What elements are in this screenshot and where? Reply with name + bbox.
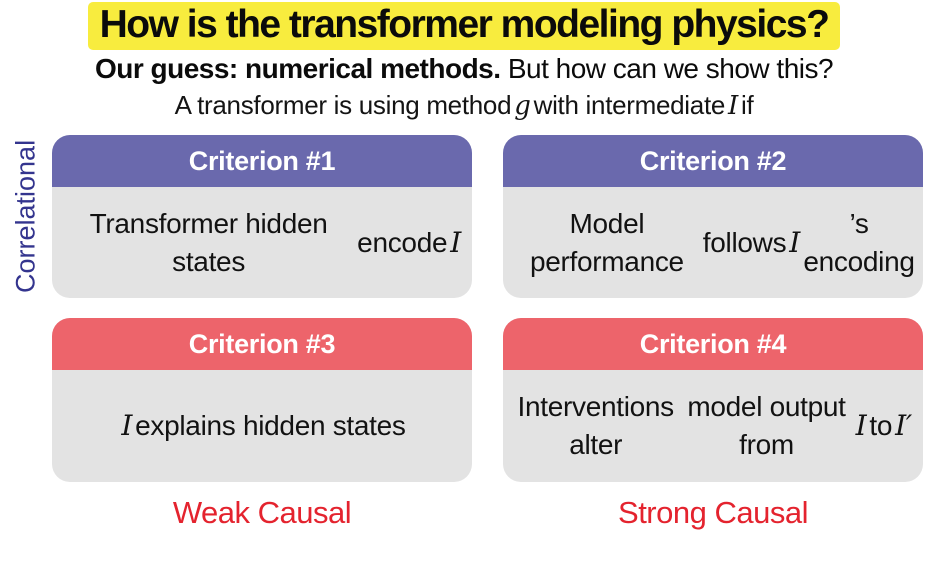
causal-labels-row: Weak Causal Strong Causal (52, 495, 928, 531)
weak-causal-label: Weak Causal (172, 495, 352, 530)
title-row: How is the transformer modeling physics? (0, 0, 928, 50)
correlational-axis-label: Correlational (10, 139, 41, 294)
page-title: How is the transformer modeling physics? (87, 2, 841, 50)
subtitle: Our guess: numerical methods. But how ca… (94, 53, 834, 84)
card-criterion-3: Criterion #3 I explains hidden states (52, 318, 472, 482)
card-criterion-4-header: Criterion #4 (503, 318, 923, 370)
strong-causal-label: Strong Causal (618, 495, 808, 530)
card-criterion-3-header: Criterion #3 (52, 318, 472, 370)
criteria-section: Correlational Criterion #1 Transformer h… (0, 135, 928, 482)
card-criterion-1-header: Criterion #1 (52, 135, 472, 187)
card-criterion-2-header: Criterion #2 (503, 135, 923, 187)
card-criterion-3-body: I explains hidden states (121, 409, 406, 443)
side-axis: Correlational (0, 135, 52, 482)
